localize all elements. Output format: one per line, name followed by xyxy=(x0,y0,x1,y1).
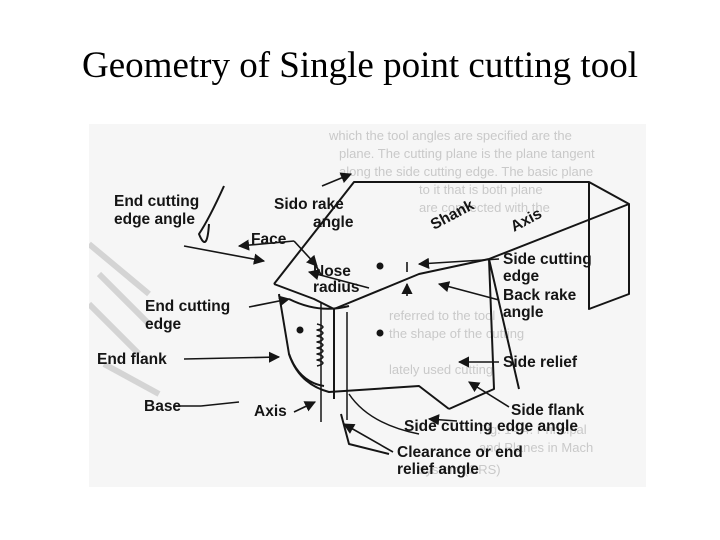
label-back-rake-angle-2: angle xyxy=(503,304,544,321)
tool-geometry-diagram: which the tool angles are specified are … xyxy=(89,124,646,487)
svg-text:which the tool angles are spec: which the tool angles are specified are … xyxy=(328,128,572,143)
svg-text:plane. The cutting plane is th: plane. The cutting plane is the plane ta… xyxy=(339,146,595,161)
svg-text:system (ORS): system (ORS) xyxy=(419,462,501,477)
nose-curve xyxy=(288,298,350,310)
label-end-cutting-edge-1: End cutting xyxy=(145,298,230,315)
label-base: Base xyxy=(144,398,181,415)
svg-text:the shape of the cutting: the shape of the cutting xyxy=(389,326,524,341)
leader-nose-radius xyxy=(307,269,370,289)
label-nose-radius-2: radius xyxy=(313,279,360,296)
label-end-flank: End flank xyxy=(97,351,167,368)
nose-hatch xyxy=(316,323,324,367)
leader-side-rake-angle xyxy=(321,172,353,187)
svg-text:to it that is both plane: to it that is both plane xyxy=(419,182,543,197)
shank-end xyxy=(588,182,630,310)
svg-text:lately used cutting: lately used cutting xyxy=(389,362,493,377)
label-end-cutting-edge-angle-2: edge angle xyxy=(114,211,195,228)
label-axis-bottom: Axis xyxy=(254,403,287,420)
label-side-rake-angle-1: Sido rake xyxy=(274,196,344,213)
leader-side-cutting-edge xyxy=(417,257,500,269)
tool-base xyxy=(288,353,450,410)
slide-title: Geometry of Single point cutting tool xyxy=(82,45,638,86)
leader-base xyxy=(175,401,240,407)
svg-text:Fig. 14.4. Principal: Fig. 14.4. Principal xyxy=(479,422,587,437)
label-end-cutting-edge-2: edge xyxy=(145,316,182,333)
leader-back-rake xyxy=(437,281,500,301)
leader-end-flank xyxy=(183,351,281,363)
svg-text:along the side cutting edge. T: along the side cutting edge. The basic p… xyxy=(339,164,593,179)
label-end-cutting-edge-angle-1: End cutting xyxy=(114,193,199,210)
leader-end-cutting-edge-angle xyxy=(183,245,266,265)
leader-lines xyxy=(175,172,510,453)
leader-end-cutting-edge xyxy=(248,295,291,308)
label-side-cutting-edge-angle: Side cutting edge angle xyxy=(404,418,578,435)
label-nose-radius-1: Nose xyxy=(313,263,351,280)
end-cutting-edge-contour xyxy=(198,185,225,243)
clearance-curve xyxy=(340,413,390,455)
leader-side-cutting-edge-angle xyxy=(427,414,458,426)
end-flank-outline xyxy=(278,293,335,399)
svg-text:are connected with the: are connected with the xyxy=(419,200,550,215)
leader-face-2 xyxy=(293,240,318,267)
label-side-relief: Side relief xyxy=(503,354,578,371)
label-back-rake-angle-1: Back rake xyxy=(503,287,577,304)
label-clearance-1: Clearance or end xyxy=(397,444,523,461)
tool-body xyxy=(198,181,630,455)
label-clearance-2: relief angle xyxy=(397,461,479,478)
leader-axis-bottom xyxy=(293,401,317,413)
leader-side-flank xyxy=(468,381,510,408)
relief-lines xyxy=(348,393,420,435)
svg-text:and Planes in Mach: and Planes in Mach xyxy=(479,440,593,455)
label-face: Face xyxy=(251,231,287,248)
side-flank-edges xyxy=(448,258,520,410)
label-side-rake-angle-2: angle xyxy=(313,214,354,231)
tool-diagram-svg: which the tool angles are specified are … xyxy=(89,128,630,478)
leader-clearance xyxy=(343,423,394,453)
tool-vertical-axis xyxy=(320,302,348,422)
label-side-cutting-edge-2: edge xyxy=(503,268,540,285)
leader-face xyxy=(237,239,295,251)
label-side-flank: Side flank xyxy=(511,402,585,419)
label-side-cutting-edge-1: Side cutting xyxy=(503,251,592,268)
svg-text:referred to the tool: referred to the tool xyxy=(389,308,495,323)
